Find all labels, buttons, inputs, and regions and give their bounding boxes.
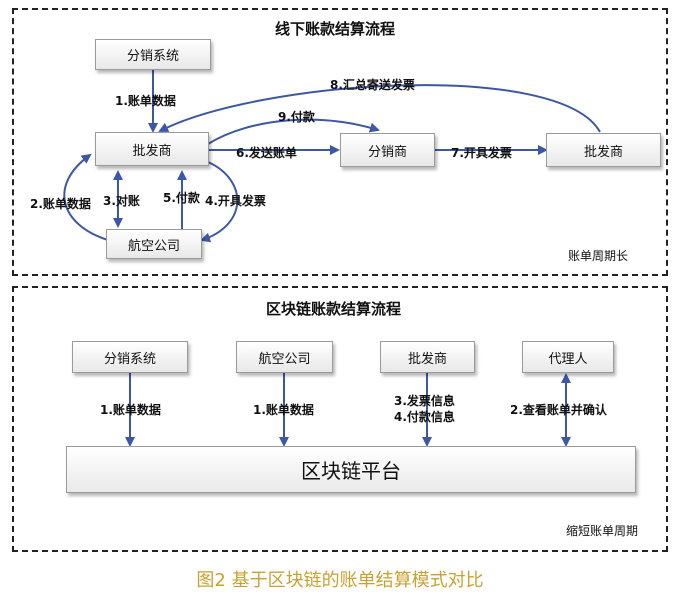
label-invoice-7: 7.开具发票 [451,146,512,160]
bc-label-payment-info: 4.付款信息 [394,410,455,424]
label-payment-5: 5.付款 [163,191,200,205]
node-wholesaler: 批发商 [95,132,209,166]
node-airline: 航空公司 [106,229,202,259]
blockchain-title: 区块链账款结算流程 [266,300,402,318]
bc-node-agent: 代理人 [522,341,614,373]
offline-title: 线下账款结算流程 [275,20,396,38]
label-payment-9: 9.付款 [278,110,315,124]
blockchain-platform: 区块链平台 [66,446,636,493]
arrow-invoice-4 [200,161,239,243]
bc-label-invoice-info: 3.发票信息 [394,394,455,408]
note-short-cycle: 缩短账单周期 [566,524,639,538]
node-distributor: 分销商 [340,133,435,167]
bc-node-airline: 航空公司 [236,341,333,373]
label-summary-invoice: 8.汇总寄送发票 [330,78,415,92]
note-long-cycle: 账单周期长 [568,249,629,263]
label-invoice-4: 4.开具发票 [205,194,266,208]
label-billing-data: 1.账单数据 [115,94,176,108]
arrow-billing-data-2 [63,153,109,241]
label-reconcile: 3.对账 [103,194,140,208]
arrow-summary-invoice [158,84,601,133]
bc-node-distribution-system: 分销系统 [72,341,188,373]
label-send-bill: 6.发送账单 [236,146,297,160]
offline-process-panel [12,8,668,276]
label-billing-data-2: 2.账单数据 [30,197,91,211]
node-wholesaler-right: 批发商 [546,133,661,167]
bc-node-wholesaler: 批发商 [380,341,475,373]
bc-label-distribution: 1.账单数据 [100,403,161,417]
arrow-payment-9 [207,118,380,145]
bc-label-agent: 2.查看账单并确认 [510,403,607,417]
figure-caption: 图2 基于区块链的账单结算模式对比 [196,570,484,591]
node-distribution-system: 分销系统 [95,39,211,70]
bc-label-airline: 1.账单数据 [253,403,314,417]
blockchain-process-panel [12,286,668,552]
